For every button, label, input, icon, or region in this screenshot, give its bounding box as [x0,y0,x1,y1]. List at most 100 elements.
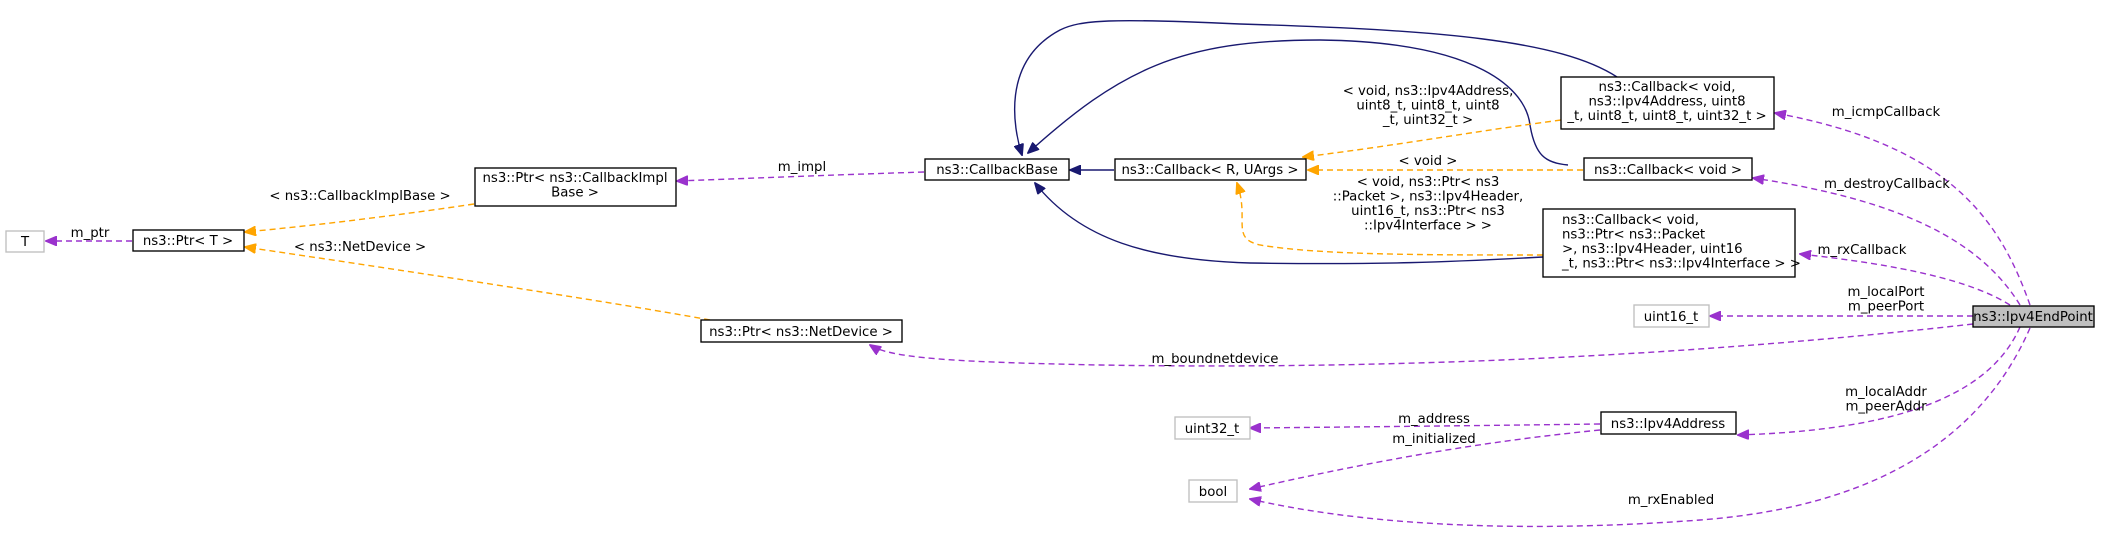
text-line: bool [1199,485,1227,500]
inherit-edge-icmp-callbackbase [980,24,1617,150]
usage-m-address [1250,424,1601,428]
text-line: uint16_t [1644,310,1699,325]
svg-text:ns3::Ptr< ns3::NetDevice >: ns3::Ptr< ns3::NetDevice > [709,325,893,340]
node-ptr-netdevice[interactable]: ns3::Ptr< ns3::NetDevice > [700,319,903,343]
usage-m-addrs [1738,326,2021,435]
text-line: uint16_t, ns3::Ptr< ns3 [1351,204,1505,219]
text-line: uint8_t, uint8_t, uint8 [1356,99,1499,114]
edge-label-m-destroy-callback: m_destroyCallback [1824,177,1950,192]
node-ipv4address[interactable]: ns3::Ipv4Address [1600,411,1737,435]
text-line: ns3::Ptr< ns3::Packet [1562,228,1705,243]
text-line: ns3::Callback< R, UArgs > [1121,163,1298,178]
edge-label-m-initialized: m_initialized [1392,432,1475,447]
text-line: ns3::Ptr< T > [143,234,233,249]
text-line: m_localAddr [1845,385,1927,400]
node-t[interactable]: T [5,230,45,253]
usage-m-icmp-callback [1775,113,2031,306]
edge-label-m-rx-callback: m_rxCallback [1817,243,1906,258]
text-line: ns3::Callback< void, [1599,80,1736,95]
text-line: uint32_t [1185,422,1240,437]
usage-m-boundnetdevice [870,323,1974,367]
text-line: ns3::Callback< void > [1594,163,1742,178]
inherit-icmp-callback-base [1030,25,1617,77]
svg-text:ns3::Callback< void,ns3::Ipv4A: ns3::Callback< void,ns3::Ipv4Address, ui… [1566,80,1766,124]
template-ptr-callbackimplbase [245,203,475,232]
usage-m-destroy-callback [1753,178,2021,306]
text-line: m_destroyCallback [1824,177,1950,192]
inherit-icmp-visible [1091,16,1617,76]
inheritance-edge-icmp [971,22,1617,150]
text-line: m_initialized [1392,432,1475,447]
inherit-line-icmp [1025,24,1617,76]
node-callback-rx[interactable]: ns3::Callback< void,ns3::Ptr< ns3::Packe… [1542,208,1801,278]
text-line: ns3::CallbackBase [936,163,1058,178]
edge-label-m-address: m_address [1398,412,1470,427]
edge-label-icmp-template: < void, ns3::Ipv4Address,uint8_t, uint8_… [1343,84,1514,128]
template-rx-to-callback-r-uargs [1237,183,1544,256]
edge-label-callbackimplbase-template: < ns3::CallbackImplBase > [269,189,450,204]
text-line: _t, ns3::Ptr< ns3::Ipv4Interface > > [1561,257,1801,272]
svg-text:ns3::Ptr< ns3::CallbackImplBas: ns3::Ptr< ns3::CallbackImplBase > [482,171,667,201]
text-line: ns3::Ipv4Address [1611,417,1725,432]
text-line: < void, ns3::Ipv4Address, [1343,84,1514,99]
edge-label-m-rx-enabled: m_rxEnabled [1628,493,1714,508]
edge-icmp-callback-inherits-callbackbase [1041,14,1617,76]
text-line: m_icmpCallback [1832,105,1941,120]
edge-label-m-impl: m_impl [778,160,826,175]
text-line: ns3::Callback< void, [1562,213,1699,228]
svg-text:uint32_t: uint32_t [1185,422,1240,437]
svg-text:T: T [20,235,30,250]
node-ipv4endpoint[interactable]: ns3::Ipv4EndPoint [1972,305,2095,328]
text-line: m_rxEnabled [1628,493,1714,508]
text-line: ns3::Ptr< ns3::CallbackImpl [482,171,667,186]
inheritance-icmp-to-callbackbase [1045,21,1617,76]
edge-label-netdevice-template: < ns3::NetDevice > [294,240,426,255]
text-line: m_address [1398,412,1470,427]
text-line: m_impl [778,160,826,175]
text-line: T [20,235,30,250]
text-line: < ns3::CallbackImplBase > [269,189,450,204]
text-line: < void > [1399,154,1458,169]
node-callback-r-uargs[interactable]: ns3::Callback< R, UArgs > [1114,158,1307,181]
usage-m-rx-callback [1800,254,2011,306]
text-line: m_peerAddr [1845,400,1927,415]
edge-inherit-callback-icmp [1046,15,1616,77]
node-callback-icmp[interactable]: ns3::Callback< void,ns3::Ipv4Address, ui… [1560,76,1775,130]
text-line: ns3::Ptr< ns3::NetDevice > [709,325,893,340]
text-line: _t, uint32_t > [1382,113,1473,128]
node-callbackbase[interactable]: ns3::CallbackBase [924,158,1070,181]
text-line: m_localPort [1848,285,1925,300]
text-line: ns3::Ipv4Address, uint8 [1588,95,1745,110]
inheritance-void [1028,39,1569,166]
node-bool[interactable]: bool [1188,479,1238,503]
svg-text:ns3::Callback< void >: ns3::Callback< void > [1594,163,1742,178]
inheritance-callback-rx [1035,183,1544,265]
text-line: Base > [551,186,599,201]
svg-text:ns3::Ipv4Address: ns3::Ipv4Address [1611,417,1725,432]
usage-m-impl [677,171,925,181]
text-line: m_ptr [71,226,110,241]
template-ptr-netdevice [245,247,711,321]
svg-text:ns3::CallbackBase: ns3::CallbackBase [936,163,1058,178]
text-line: m_rxCallback [1817,243,1906,258]
text-line: ns3::Ipv4EndPoint [1973,310,2093,325]
node-uint16-t[interactable]: uint16_t [1633,304,1710,328]
svg-text:ns3::Callback< R, UArgs >: ns3::Callback< R, UArgs > [1121,163,1298,178]
edge-inherit-icmp-to-base [1079,18,1617,76]
text-line: < ns3::NetDevice > [294,240,426,255]
svg-text:ns3::Callback< void,ns3::Ptr<: ns3::Callback< void,ns3::Ptr< ns3::Packe… [1561,213,1801,272]
text-line: ::Packet >, ns3::Ipv4Header, [1333,190,1523,205]
usage-m-rx-enabled [1250,327,2031,528]
node-callback-void[interactable]: ns3::Callback< void > [1583,157,1753,181]
node-uint32-t[interactable]: uint32_t [1174,416,1251,440]
edge-label-m-ptr: m_ptr [71,226,110,241]
edge-label-void-template: < void > [1399,154,1458,169]
text-line: _t, uint8_t, uint8_t, uint32_t > [1566,109,1766,124]
text-line: m_peerPort [1848,300,1924,315]
node-ptr-t[interactable]: ns3::Ptr< T > [132,229,245,252]
text-line: ::Ipv4Interface > > [1364,219,1492,234]
